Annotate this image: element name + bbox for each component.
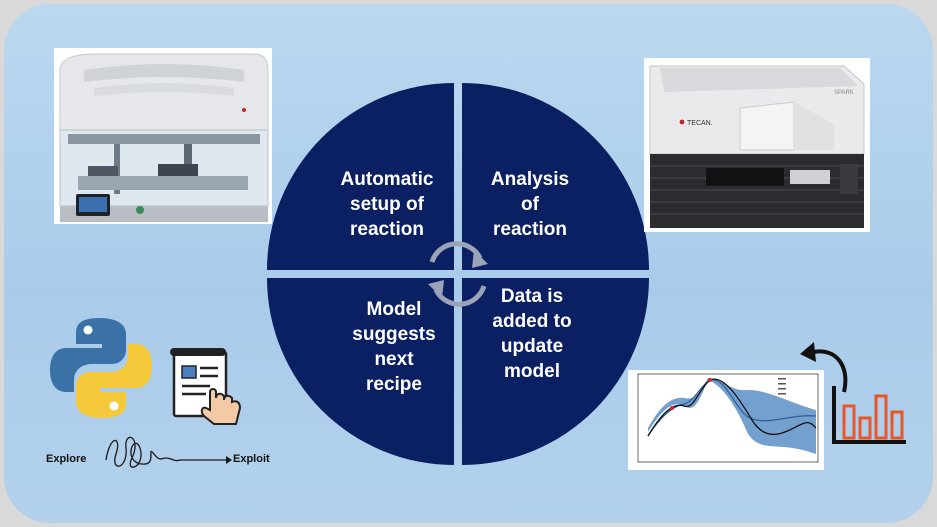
step-analysis-label: Analysis of reaction	[490, 169, 570, 240]
explore-exploit-squiggle	[105, 436, 232, 468]
curved-arrow-icon	[800, 342, 848, 393]
plate-reader-image: TECAN. SPARK	[644, 58, 870, 232]
quadrant-analysis	[462, 83, 649, 270]
arrowhead-left	[428, 280, 444, 298]
quadrant-model	[267, 278, 454, 465]
quadrant-setup	[267, 83, 454, 270]
liquid-handler-image	[54, 48, 272, 224]
slide-background: Automatic setup of reaction Analysis of …	[4, 4, 933, 523]
step-data-label: Data is added to update model	[492, 286, 572, 382]
gaussian-process-plot-image	[628, 370, 824, 470]
step-model-label: Model suggests next recipe	[352, 299, 436, 395]
bar-chart-icon	[832, 386, 906, 444]
document-touch-icon	[170, 348, 242, 425]
quadrant-data	[462, 278, 649, 465]
explore-label: Explore	[46, 453, 87, 465]
exploit-label: Exploit	[233, 453, 270, 465]
arrowhead-right	[472, 250, 488, 268]
step-setup-label: Automatic setup of reaction	[340, 169, 434, 240]
tecan-brand-label: TECAN.	[687, 120, 713, 127]
python-logo-icon	[50, 318, 152, 418]
spark-model-label: SPARK	[834, 90, 854, 96]
cycle-diagram	[267, 83, 649, 465]
